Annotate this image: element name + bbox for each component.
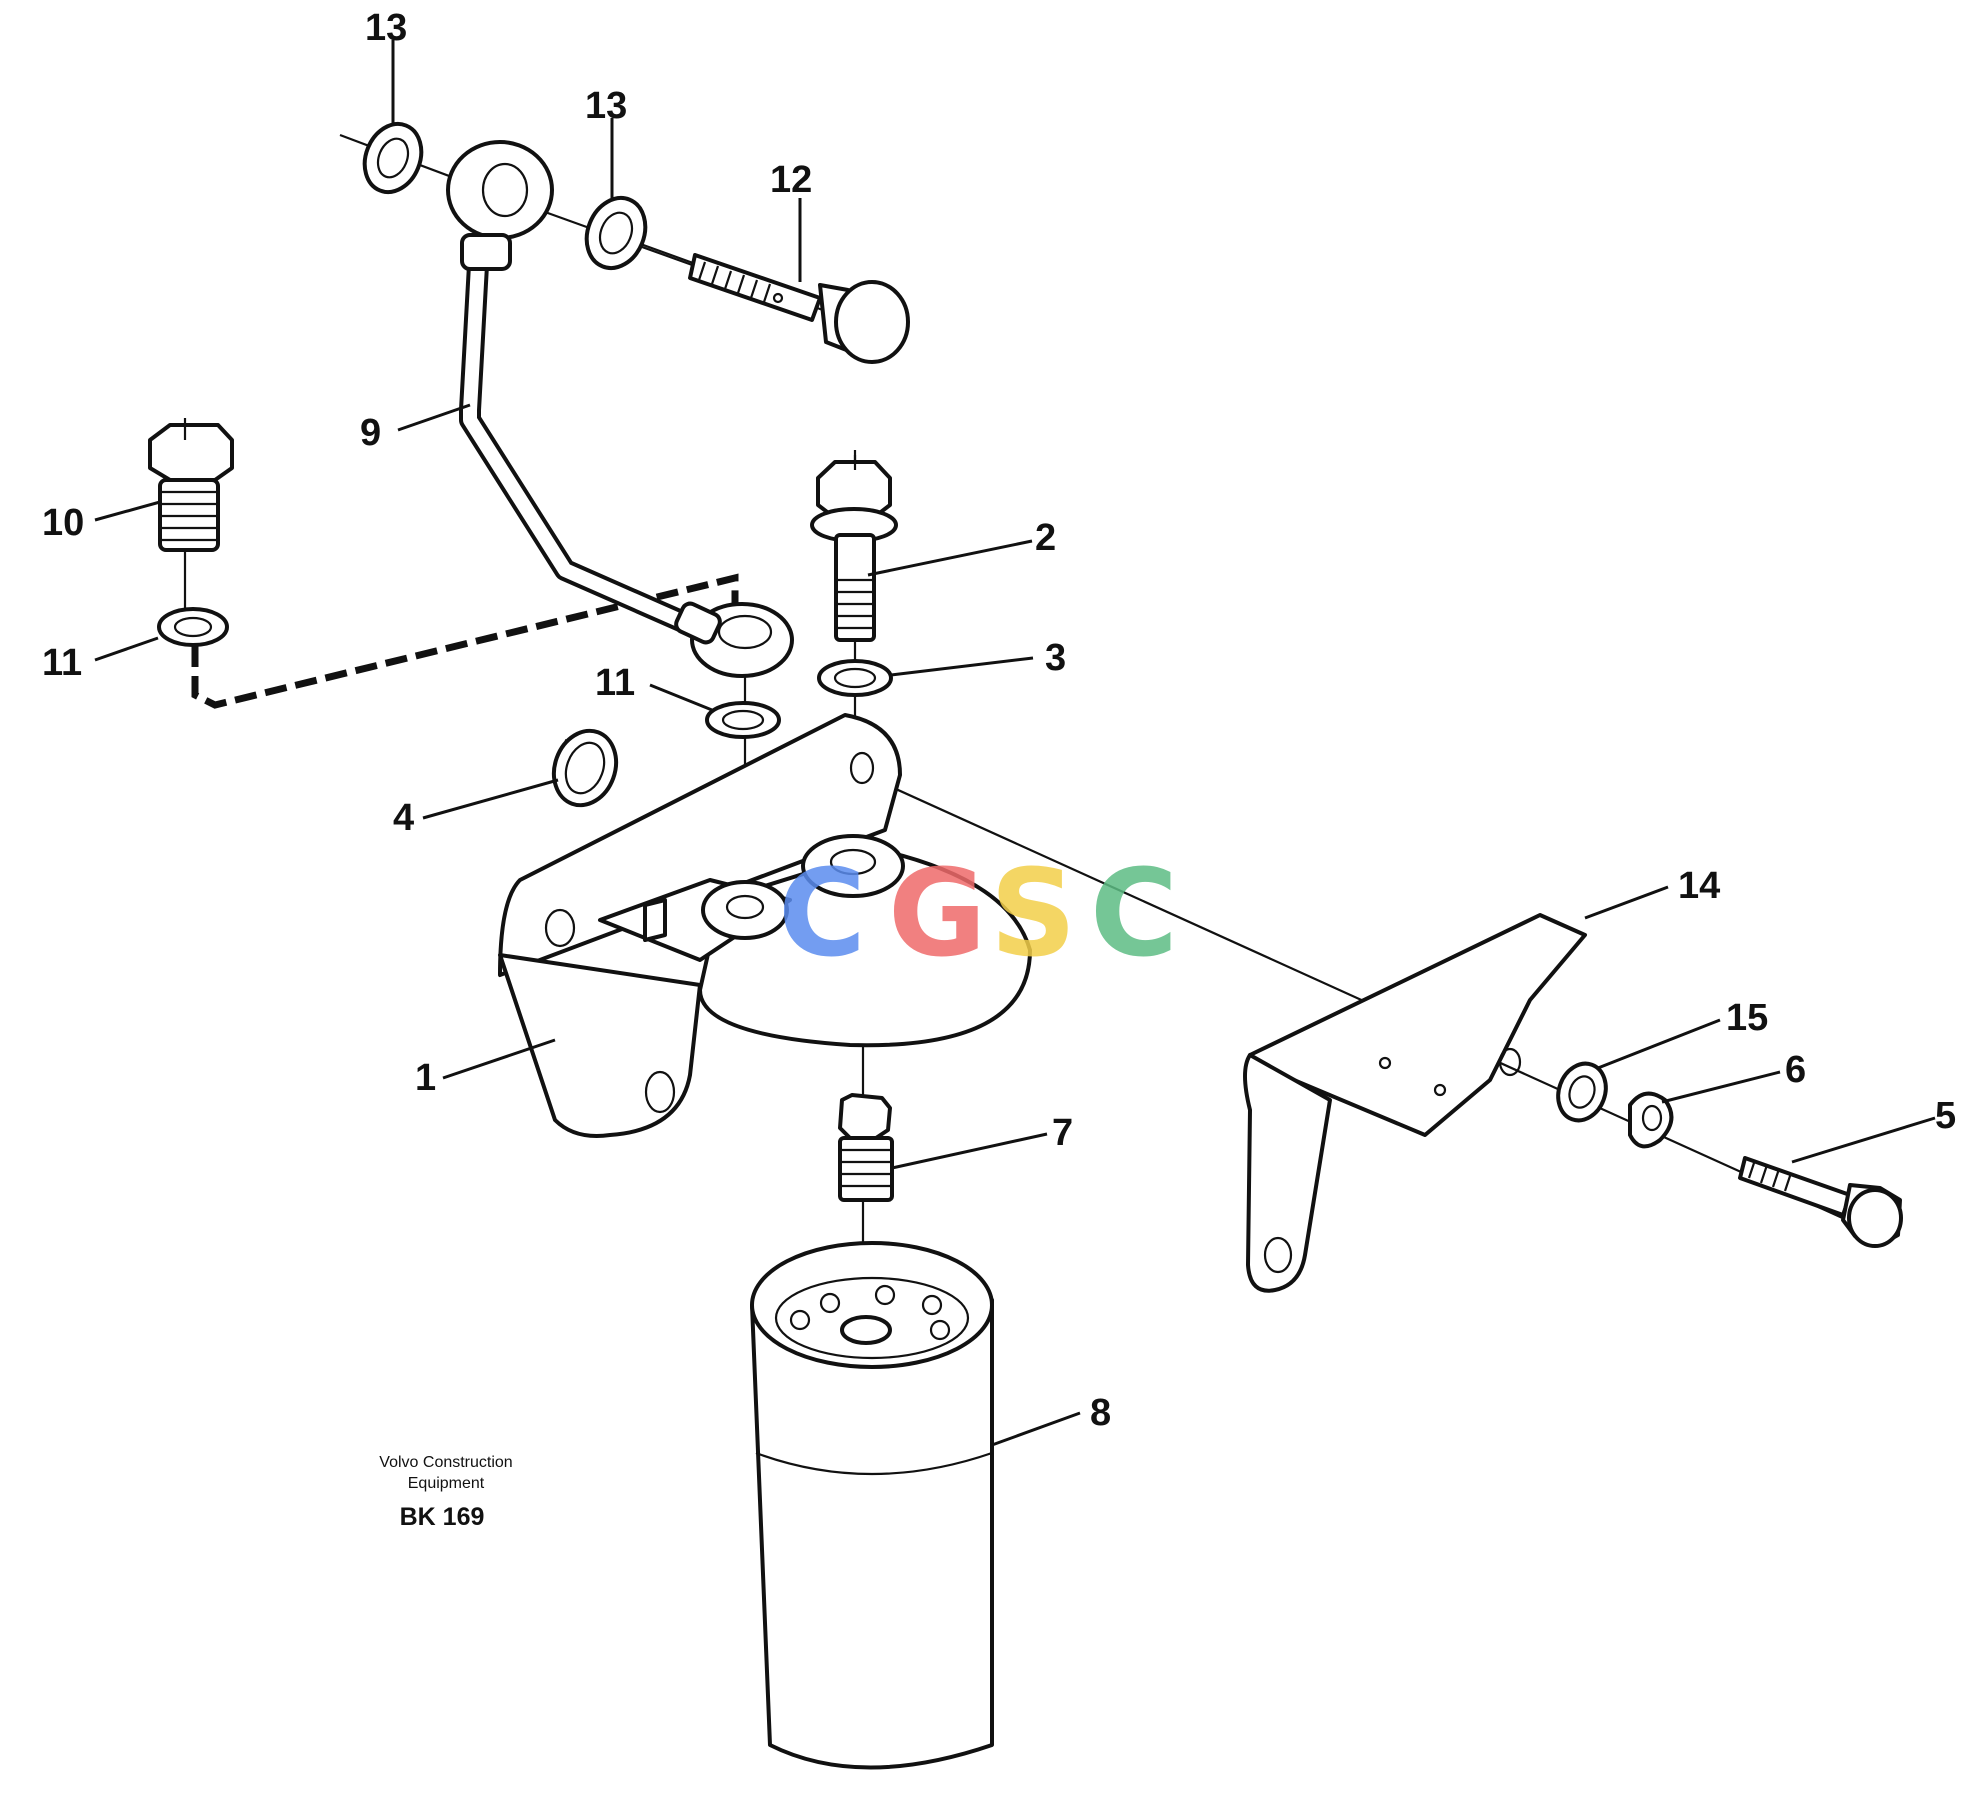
diagram-code: BK 169 (400, 1503, 485, 1531)
watermark-letter-s: S (990, 845, 1076, 984)
plug-10 (148, 418, 234, 552)
washer-15 (1556, 1061, 1608, 1123)
credit-block: Volvo Construction Equipment BK 169 (379, 1454, 512, 1531)
bolt-12 (688, 253, 910, 364)
credit-line-2: Equipment (408, 1475, 485, 1492)
washer-3 (817, 659, 893, 697)
callout-14: 14 (1678, 865, 1720, 907)
washer-13-left (362, 122, 424, 194)
callout-12: 12 (770, 159, 812, 201)
o-ring-4 (551, 728, 619, 808)
watermark: C G S C (778, 845, 1178, 984)
callout-3: 3 (1045, 637, 1066, 679)
callout-2: 2 (1035, 517, 1056, 559)
bolt-5 (1738, 1156, 1903, 1248)
dashed-pipe-route (191, 573, 739, 709)
watermark-letter-c1: C (778, 845, 866, 984)
callout-5: 5 (1935, 1095, 1956, 1137)
assembly-lines (183, 133, 1881, 1320)
callouts: 13 13 12 9 10 11 11 2 3 4 1 7 8 14 15 6 … (42, 7, 1956, 1434)
callout-8: 8 (1090, 1392, 1111, 1434)
bracket-14 (1243, 913, 1587, 1293)
watermark-letter-c2: C (1090, 845, 1178, 984)
bolt-2 (810, 450, 898, 642)
callout-4: 4 (393, 797, 414, 839)
callout-10: 10 (42, 502, 84, 544)
filter-bracket-1 (498, 713, 1032, 1138)
callout-11-center: 11 (595, 662, 635, 704)
callout-11-left: 11 (42, 642, 82, 684)
callout-7: 7 (1052, 1112, 1073, 1154)
pipe-9 (446, 140, 794, 678)
washer-13-right (584, 196, 648, 270)
callout-6: 6 (1785, 1049, 1806, 1091)
callout-1: 1 (415, 1057, 436, 1099)
washer-11-left (157, 607, 229, 647)
callout-15: 15 (1726, 997, 1768, 1039)
leader-lines (94, 40, 1936, 1447)
filter-cartridge-8 (750, 1241, 994, 1770)
washer-11-center (705, 701, 781, 739)
watermark-letter-g: G (888, 845, 987, 984)
callout-13-right: 13 (585, 85, 627, 127)
credit-line-1: Volvo Construction (379, 1454, 512, 1471)
callout-9: 9 (360, 412, 381, 454)
callout-13-top: 13 (365, 7, 407, 49)
nipple-7 (838, 1093, 894, 1202)
lock-washer-6 (1628, 1091, 1674, 1149)
